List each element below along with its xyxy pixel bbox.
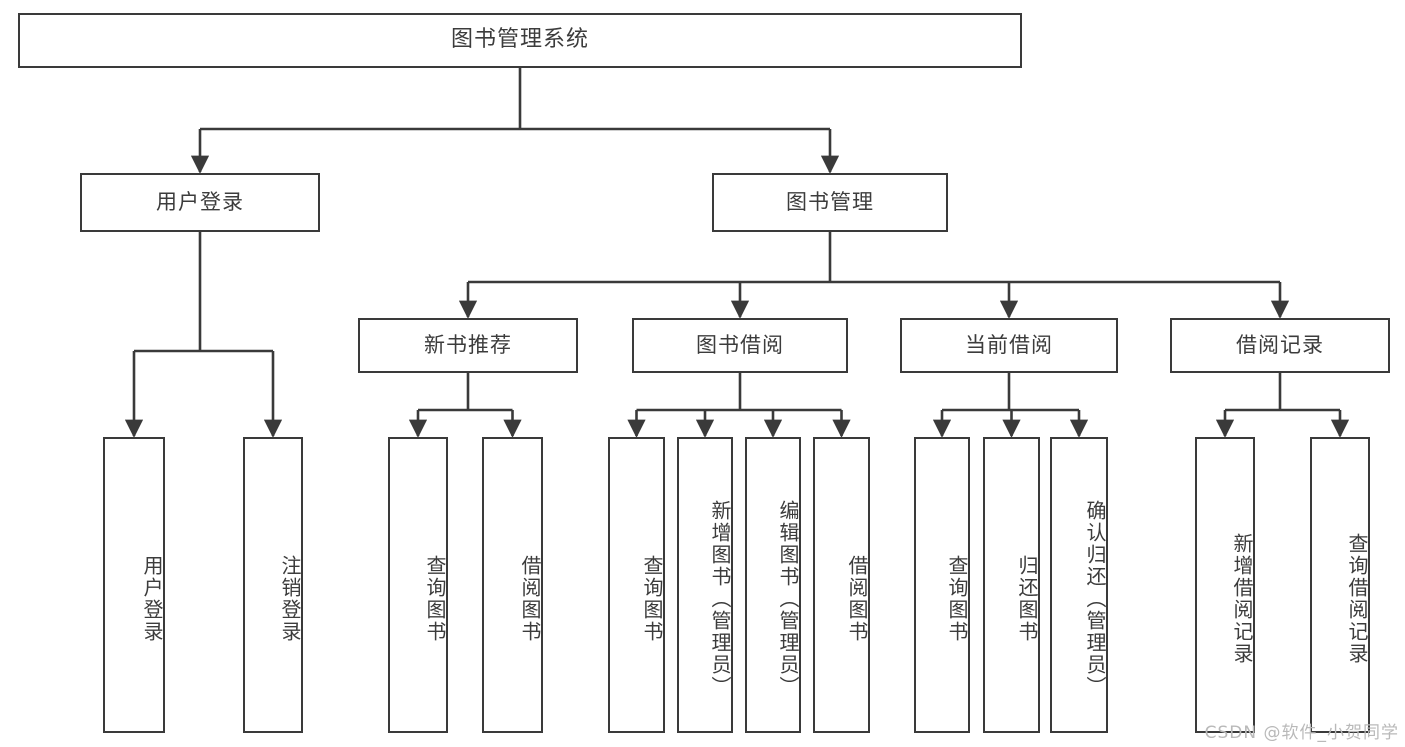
node-leaf-add-record[interactable]: 新增借阅记录: [1195, 437, 1255, 733]
node-leaf-confirm-return-label: 确认归还（管理员）: [1083, 500, 1107, 698]
node-root-label: 图书管理系统: [450, 27, 589, 53]
node-leaf-logout[interactable]: 注销登录: [243, 437, 303, 733]
node-new-book-rec[interactable]: 新书推荐: [358, 318, 578, 373]
watermark: CSDN @软件_小贺同学: [1204, 723, 1399, 743]
node-leaf-query-book-2[interactable]: 查询图书: [608, 437, 665, 733]
node-book-borrow[interactable]: 图书借阅: [632, 318, 848, 373]
node-book-borrow-label: 图书借阅: [696, 332, 784, 357]
node-book-manage-label: 图书管理: [786, 189, 874, 214]
node-leaf-query-book-1-label: 查询图书: [423, 555, 447, 643]
node-leaf-query-book-1[interactable]: 查询图书: [388, 437, 448, 733]
node-leaf-logout-label: 注销登录: [278, 555, 302, 643]
node-leaf-return-book-label: 归还图书: [1015, 555, 1039, 643]
node-leaf-edit-book[interactable]: 编辑图书（管理员）: [745, 437, 801, 733]
node-user-login[interactable]: 用户登录: [80, 173, 320, 232]
node-leaf-edit-book-label: 编辑图书（管理员）: [776, 500, 800, 698]
node-leaf-borrow-book-1[interactable]: 借阅图书: [482, 437, 543, 733]
node-leaf-query-record[interactable]: 查询借阅记录: [1310, 437, 1370, 733]
node-new-book-rec-label: 新书推荐: [424, 332, 512, 357]
node-leaf-user-login-label: 用户登录: [140, 555, 164, 643]
node-leaf-query-book-3-label: 查询图书: [945, 555, 969, 643]
node-leaf-borrow-book-1-label: 借阅图书: [518, 555, 542, 643]
node-root[interactable]: 图书管理系统: [18, 13, 1022, 68]
node-leaf-add-book-label: 新增图书（管理员）: [708, 500, 732, 698]
node-leaf-borrow-book-2[interactable]: 借阅图书: [813, 437, 870, 733]
node-leaf-user-login[interactable]: 用户登录: [103, 437, 165, 733]
node-leaf-add-record-label: 新增借阅记录: [1230, 533, 1254, 665]
node-user-login-label: 用户登录: [156, 189, 244, 214]
node-leaf-query-book-2-label: 查询图书: [640, 555, 664, 643]
node-leaf-borrow-book-2-label: 借阅图书: [845, 555, 869, 643]
node-leaf-query-record-label: 查询借阅记录: [1345, 533, 1369, 665]
node-leaf-return-book[interactable]: 归还图书: [983, 437, 1040, 733]
node-book-manage[interactable]: 图书管理: [712, 173, 948, 232]
node-leaf-confirm-return[interactable]: 确认归还（管理员）: [1050, 437, 1108, 733]
node-leaf-add-book[interactable]: 新增图书（管理员）: [677, 437, 733, 733]
node-current-borrow-label: 当前借阅: [965, 332, 1053, 357]
node-borrow-record-label: 借阅记录: [1236, 332, 1324, 357]
node-leaf-query-book-3[interactable]: 查询图书: [914, 437, 970, 733]
node-current-borrow[interactable]: 当前借阅: [900, 318, 1118, 373]
node-borrow-record[interactable]: 借阅记录: [1170, 318, 1390, 373]
